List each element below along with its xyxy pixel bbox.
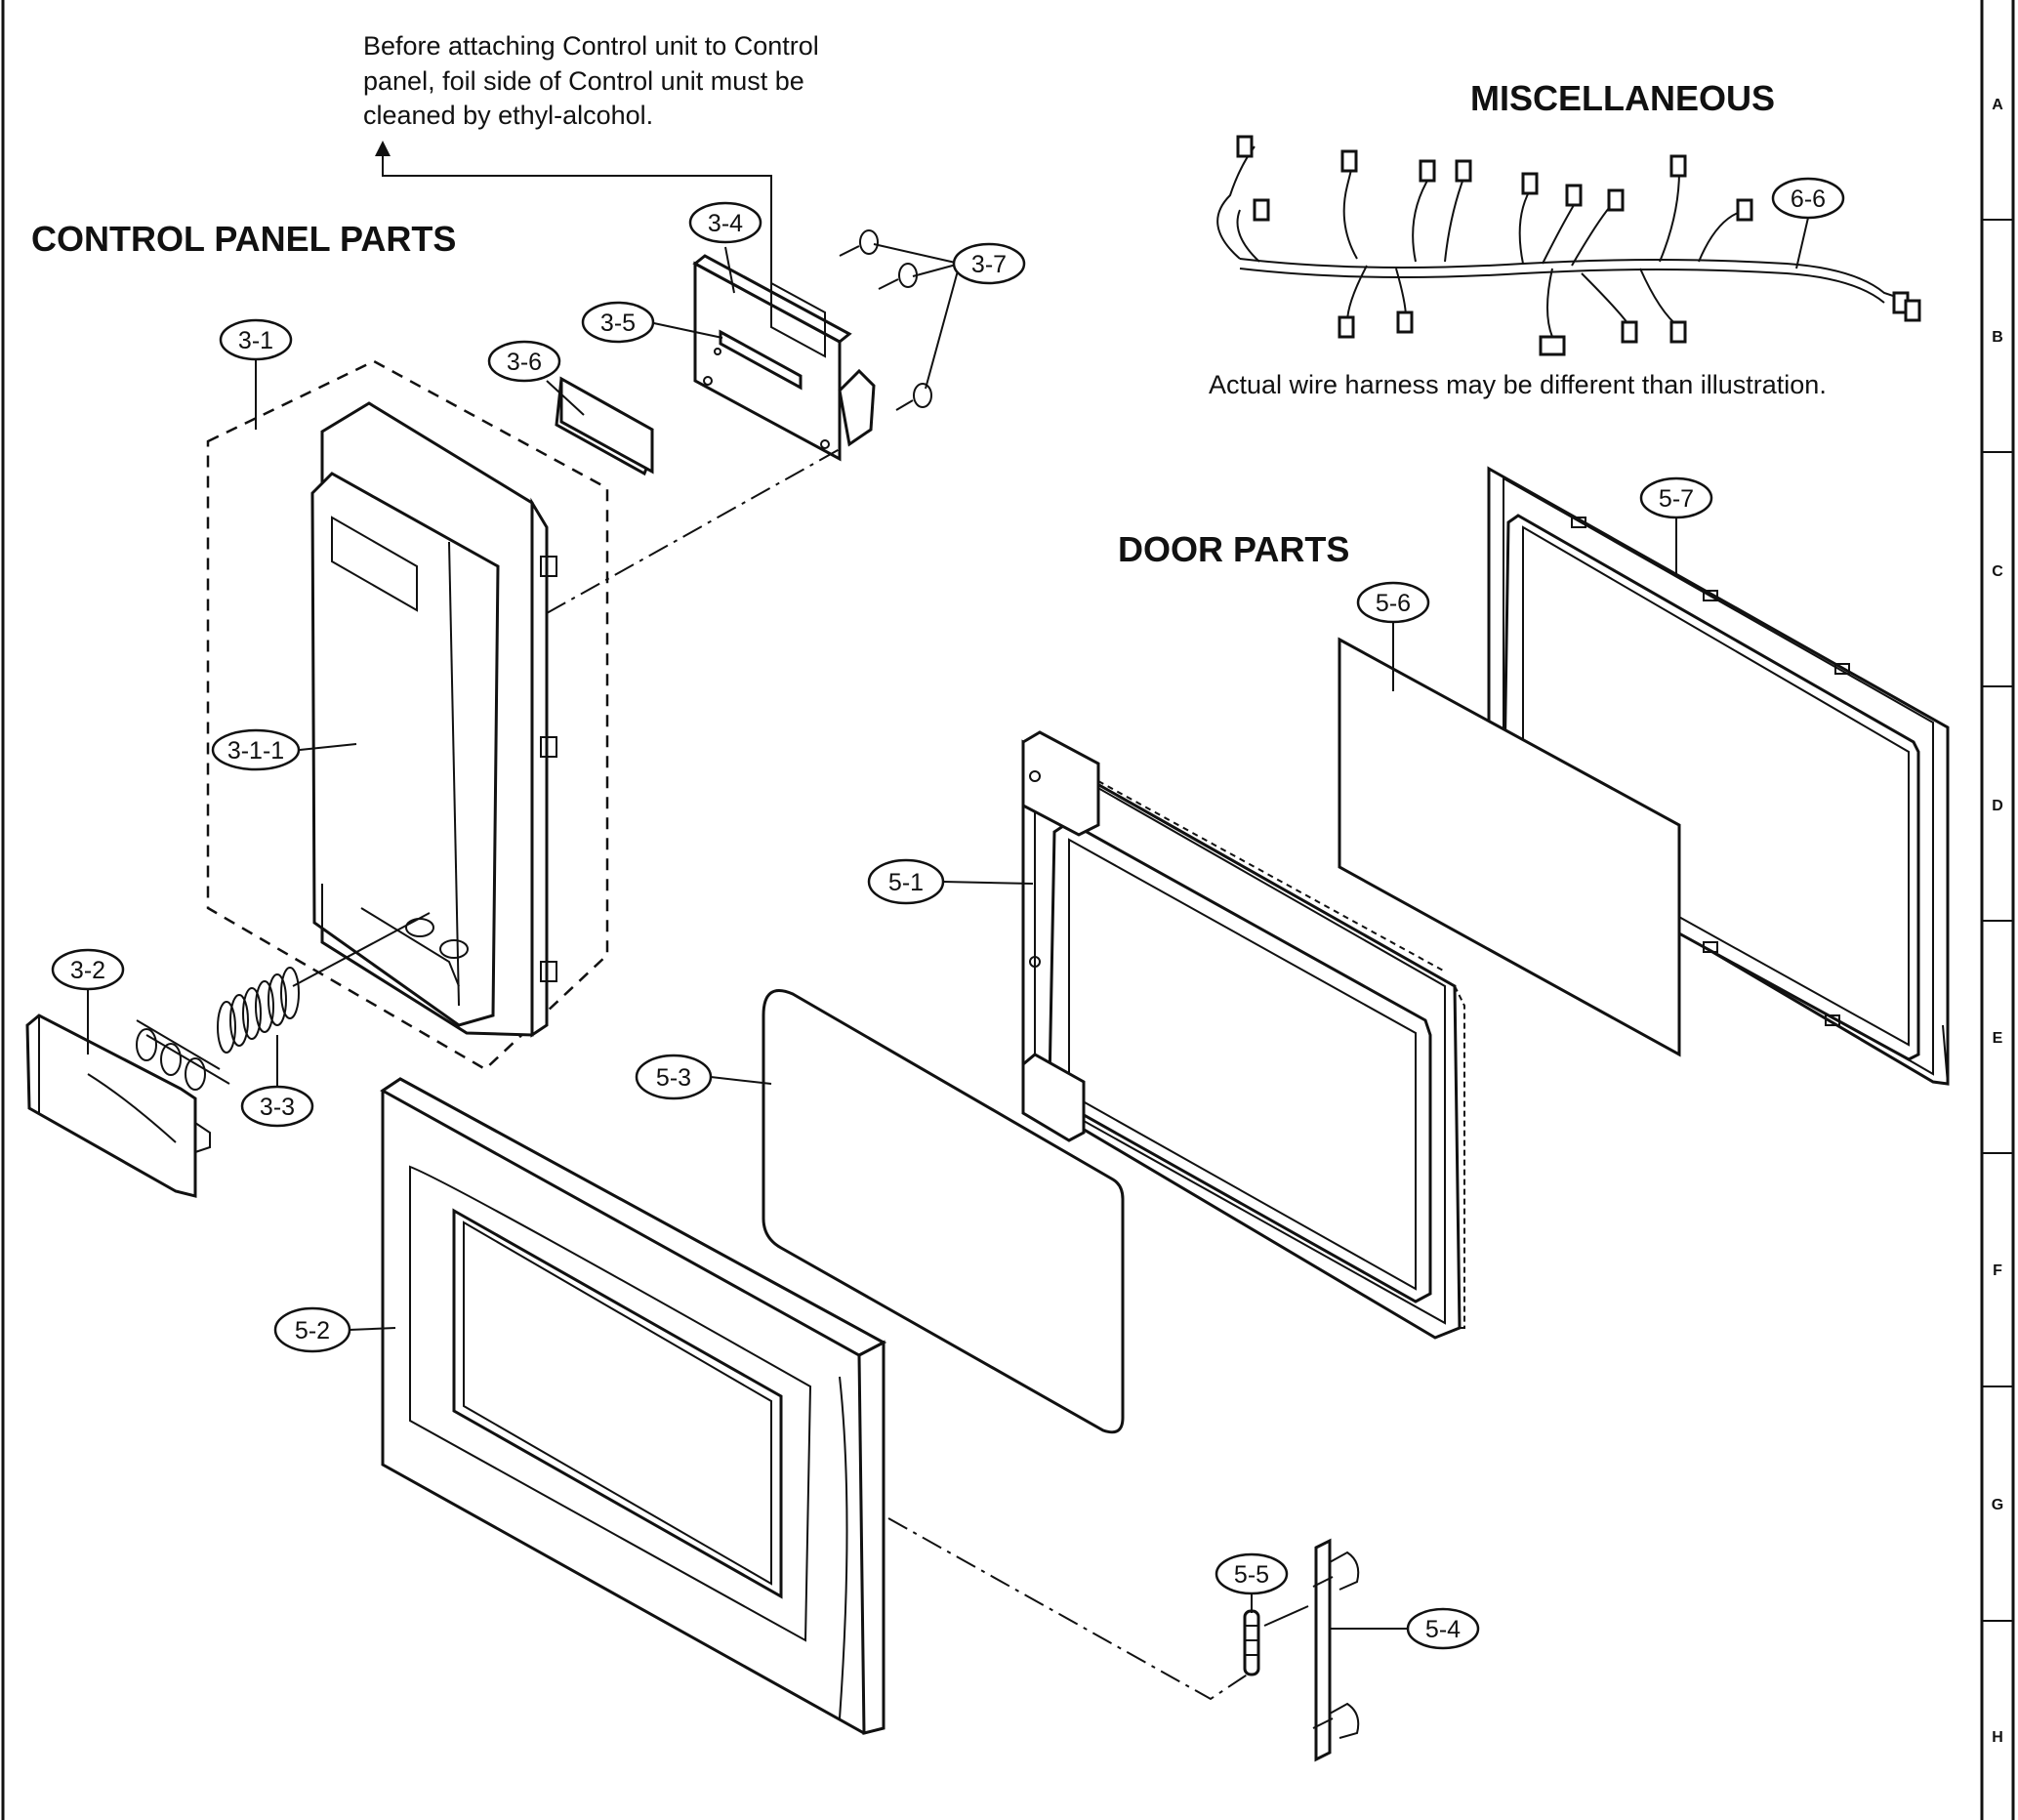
spring-3-3: [217, 967, 300, 1054]
callout-6-6: 6-6: [1771, 177, 1845, 220]
grid-row-c: C: [1992, 563, 2003, 580]
control-panel-body: [310, 401, 557, 1038]
grid-row-g: G: [1992, 1497, 2003, 1513]
control-unit-alignment-line: [546, 448, 841, 614]
callout-3-5: 3-5: [581, 301, 655, 344]
callout-3-2: 3-2: [51, 948, 125, 991]
wire-harness-note: Actual wire harness may be different tha…: [1209, 370, 1827, 399]
grid-row-h: H: [1992, 1729, 2003, 1746]
grid-row-labels: A B C D E F G H: [1992, 97, 2003, 1746]
control-unit-note: Before attaching Control unit to Control…: [363, 31, 819, 130]
callout-5-7-label: 5-7: [1659, 485, 1694, 513]
callout-5-2-label: 5-2: [295, 1317, 330, 1344]
callout-5-1: 5-1: [867, 858, 945, 905]
callout-5-1-label: 5-1: [888, 869, 924, 896]
door-glass-5-3: [762, 989, 1125, 1434]
callout-3-3-label: 3-3: [260, 1094, 295, 1121]
callout-3-6: 3-6: [487, 340, 561, 383]
callout-3-7-label: 3-7: [971, 251, 1007, 278]
callout-5-3-label: 5-3: [656, 1064, 691, 1092]
door-film-5-6: [1338, 637, 1681, 1057]
control-unit-note-line-2: panel, foil side of Control unit must be: [363, 66, 804, 96]
callout-3-4: 3-4: [688, 201, 762, 244]
miscellaneous-heading: MISCELLANEOUS: [1470, 78, 1775, 118]
grid-row-d: D: [1992, 798, 2003, 814]
callout-5-4-label: 5-4: [1425, 1616, 1461, 1643]
note-pointer-line: [382, 146, 772, 293]
callout-6-6-label: 6-6: [1791, 186, 1826, 213]
latch-spring-5-5: [1243, 1605, 1309, 1676]
grid-row-e: E: [1993, 1030, 2003, 1047]
callout-3-3: 3-3: [240, 1085, 314, 1128]
sheet-3-6-face: [559, 376, 654, 475]
callout-3-1-1: 3-1-1: [211, 728, 301, 771]
callout-3-1-1-label: 3-1-1: [227, 737, 284, 765]
note-pointer-arrow: [375, 141, 391, 156]
callout-3-6-label: 3-6: [507, 349, 542, 376]
callout-3-1: 3-1: [219, 318, 293, 361]
callout-5-7: 5-7: [1639, 476, 1713, 519]
callout-3-1-label: 3-1: [238, 327, 273, 354]
grid-row-b: B: [1992, 329, 2003, 346]
callout-5-4: 5-4: [1406, 1607, 1480, 1650]
callout-3-7: 3-7: [952, 242, 1026, 285]
grid-row-f: F: [1993, 1262, 2002, 1279]
door-parts-heading: DOOR PARTS: [1118, 529, 1349, 569]
control-panel-assembly-boundary: [206, 359, 609, 1071]
control-panel-heading: CONTROL PANEL PARTS: [31, 219, 456, 259]
control-unit-note-line-3: cleaned by ethyl-alcohol.: [363, 101, 653, 130]
callout-3-2-label: 3-2: [70, 957, 105, 984]
callout-leaders: [87, 217, 1809, 1630]
callout-3-4-label: 3-4: [708, 210, 743, 237]
wire-harness-6-6: [1216, 135, 1921, 356]
control-unit-board: [692, 254, 876, 462]
callout-3-5-label: 3-5: [600, 310, 636, 337]
grid-row-a: A: [1992, 97, 2003, 113]
door-frame-5-1: [1021, 730, 1465, 1340]
door-release-button: [25, 1013, 230, 1198]
callout-5-6-label: 5-6: [1376, 590, 1411, 617]
door-outer-5-2: [380, 1077, 887, 1735]
callout-5-5-label: 5-5: [1234, 1561, 1269, 1589]
callout-5-3: 5-3: [635, 1054, 713, 1100]
door-latch-alignment-line: [887, 1517, 1256, 1701]
spring-axis-line: [292, 912, 431, 987]
door-latch-5-4: [1312, 1538, 1360, 1762]
control-unit-note-line-1: Before attaching Control unit to Control: [363, 31, 819, 61]
door-choke-frame-5-7: [1487, 466, 1950, 1086]
callout-5-2: 5-2: [273, 1306, 351, 1353]
callout-5-5: 5-5: [1215, 1552, 1289, 1595]
callout-5-6: 5-6: [1356, 581, 1430, 624]
